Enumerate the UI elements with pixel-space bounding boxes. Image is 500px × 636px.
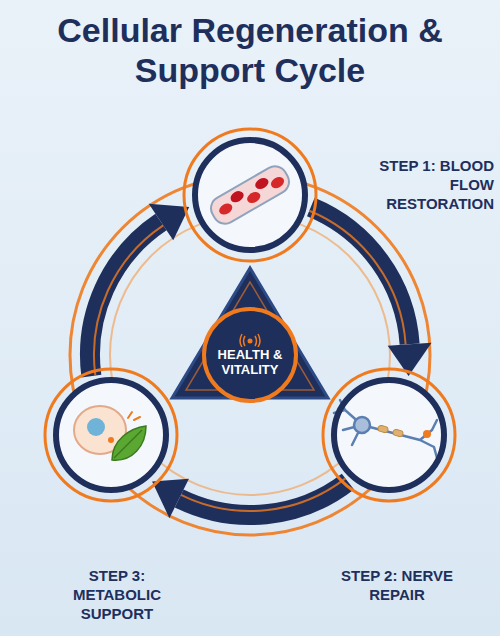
step-label: STEP 3: METABOLIC SUPPORT — [59, 566, 175, 623]
circle-accent — [184, 129, 316, 261]
cycle-arrow — [152, 478, 348, 518]
cell-leaf-icon — [74, 406, 146, 460]
step-circle: STEP 2: NERVE REPAIR — [331, 377, 447, 493]
circle-fill — [334, 380, 444, 490]
circle-accent — [45, 369, 177, 501]
diagram-title: Cellular Regeneration & Support Cycle — [10, 10, 490, 90]
signal-icon — [239, 333, 261, 347]
circle-accent — [323, 369, 455, 501]
step-circle: STEP 1: BLOOD FLOW RESTORATION — [192, 137, 308, 253]
blood-vessel-icon — [207, 162, 294, 228]
cycle-arrow — [309, 207, 431, 376]
step-label: STEP 1: BLOOD FLOW RESTORATION — [362, 156, 494, 213]
neuron-icon — [334, 400, 437, 458]
cycle-arrow — [90, 204, 189, 376]
circle-fill — [56, 380, 166, 490]
step-label: STEP 2: NERVE REPAIR — [337, 566, 457, 604]
center-circle: HEALTH & VITALITY — [202, 307, 298, 403]
circle-fill — [195, 140, 305, 250]
center-label: HEALTH & VITALITY — [210, 347, 290, 377]
step-circle: STEP 3: METABOLIC SUPPORT — [53, 377, 169, 493]
